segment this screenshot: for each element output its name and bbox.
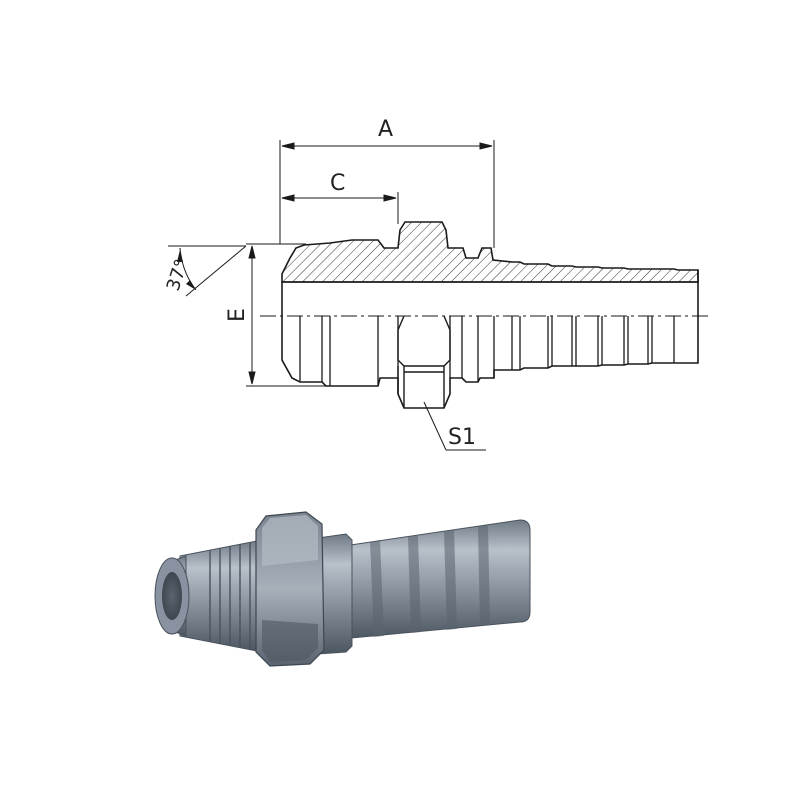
angle-label: 37° (163, 257, 193, 294)
hatched-section (281, 221, 699, 283)
dimension-a (279, 140, 495, 248)
dimension-e (246, 243, 326, 387)
body-outline (281, 270, 699, 409)
fitting-render (154, 511, 531, 667)
hex-nut-outline (397, 315, 451, 408)
hex-size-label: S1 (448, 425, 476, 450)
hex-nut-face-bottom (262, 620, 318, 662)
angle-dimension (168, 245, 247, 297)
dimension-c-label: C (330, 171, 345, 196)
dimension-c (281, 192, 399, 224)
technical-drawing: A C E 37° (163, 117, 708, 451)
dimension-e-label: E (225, 308, 250, 322)
barb-ridges (370, 525, 490, 637)
hex-nut-face-top (262, 515, 318, 566)
bore-opening (162, 572, 182, 620)
barb-tail (329, 519, 531, 641)
groove-lines (299, 316, 675, 386)
dimension-a-label: A (378, 117, 393, 142)
thread-lines (209, 542, 251, 650)
hex-size-leader (423, 401, 486, 451)
